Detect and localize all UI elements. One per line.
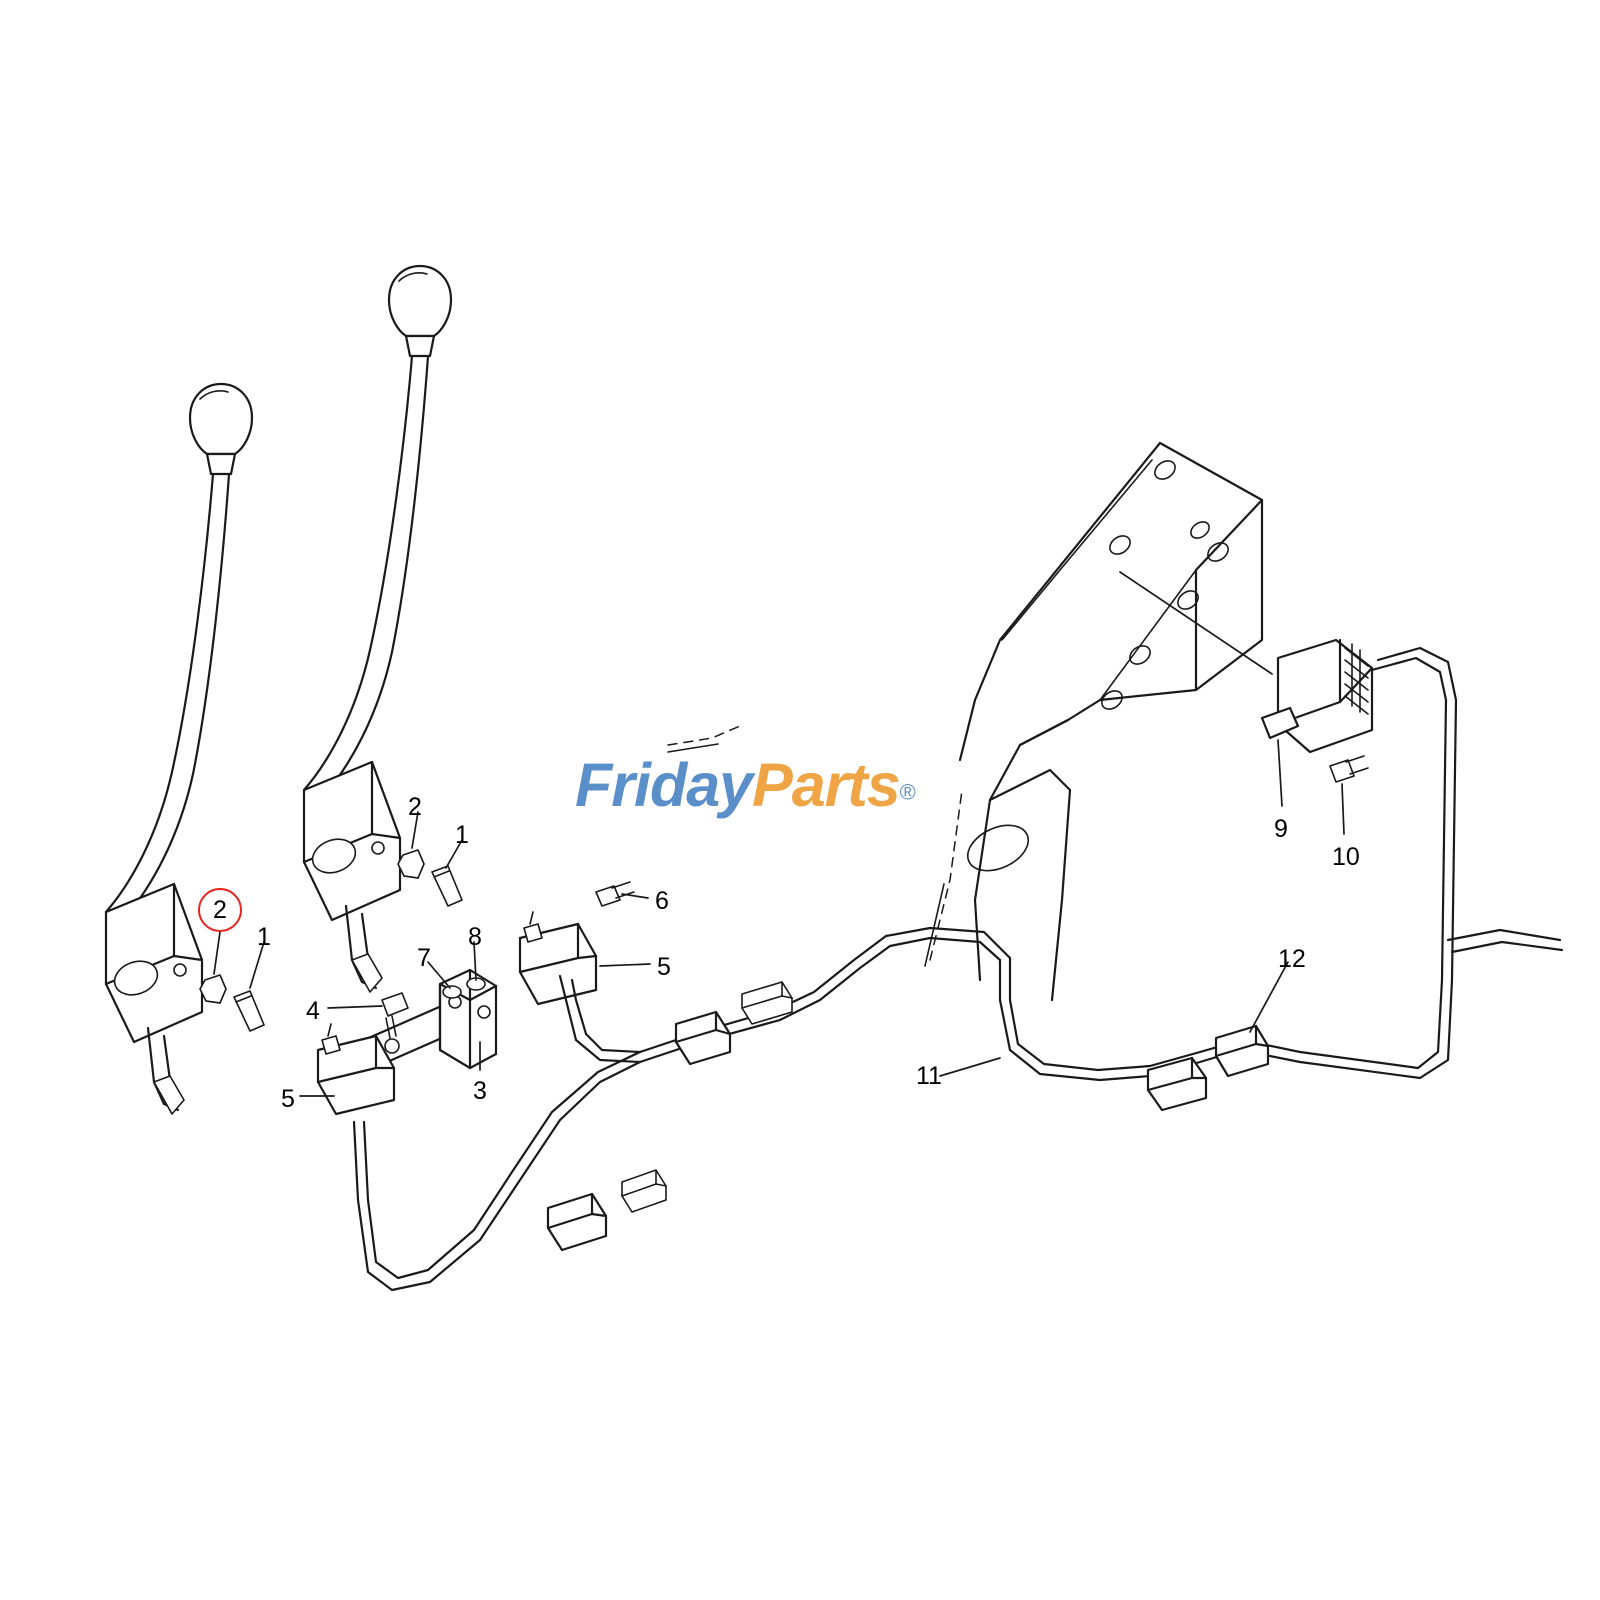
callout-11: 11 xyxy=(916,1062,942,1090)
relay-module xyxy=(1260,638,1374,783)
pin-bolt-upper-set xyxy=(397,849,463,907)
callout-3: 3 xyxy=(473,1077,487,1105)
watermark-registered-mark: ® xyxy=(899,779,916,805)
leader-lines xyxy=(213,571,1345,1097)
chassis-frame xyxy=(667,441,1264,1002)
watermark-text-friday: Friday xyxy=(575,751,753,819)
pin-bolt-lower-set xyxy=(199,974,265,1032)
harness-connectors xyxy=(546,981,1270,1252)
shift-lever-rear xyxy=(302,264,453,993)
callout-10: 10 xyxy=(1332,843,1360,871)
callout-4: 4 xyxy=(306,997,320,1025)
wiring-harness xyxy=(352,646,1564,1292)
fridayparts-watermark: FridayParts® xyxy=(575,745,995,825)
switch-left xyxy=(316,1023,396,1116)
switch-bracket-assembly xyxy=(362,968,498,1070)
callout-2-highlighted: 2 xyxy=(198,888,242,932)
callout-2-upper: 2 xyxy=(408,793,422,821)
callout-8: 8 xyxy=(468,923,482,951)
callout-1-upper: 1 xyxy=(455,821,469,849)
callout-12: 12 xyxy=(1278,945,1306,973)
callout-5-left: 5 xyxy=(281,1085,295,1113)
callout-9: 9 xyxy=(1274,815,1288,843)
callout-6: 6 xyxy=(655,887,669,915)
callout-7: 7 xyxy=(417,944,431,972)
callout-5-right: 5 xyxy=(657,953,671,981)
watermark-text-parts: Parts xyxy=(752,751,901,819)
shift-lever-front xyxy=(104,382,254,1115)
switch-right xyxy=(518,881,635,1006)
callout-1-left: 1 xyxy=(257,923,271,951)
